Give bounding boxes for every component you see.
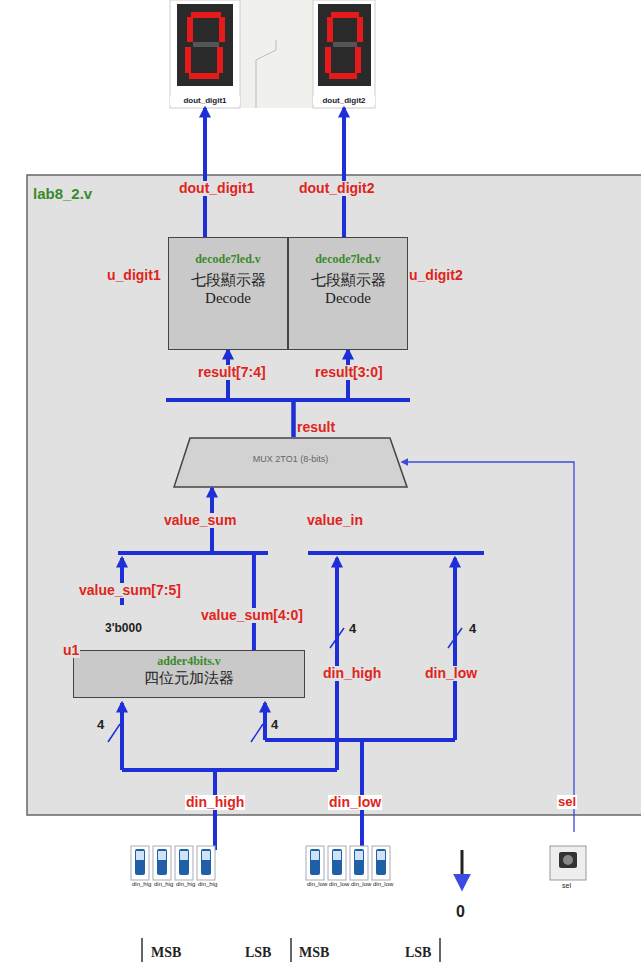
switch-label: din_hig: [153, 881, 174, 888]
node-title: dout_digit1: [170, 96, 240, 105]
display-caption-box: dout_digit1: [170, 0, 240, 108]
switch-label: din_low: [306, 881, 328, 888]
node-body: 四位元加法器: [74, 669, 304, 688]
signal-label: din_high: [322, 666, 382, 681]
display-caption-box: dout_digit2: [313, 0, 375, 108]
signal-label: dout_digit2: [298, 181, 375, 196]
seven-seg-1: [170, 0, 240, 108]
signal-label: 3'b000: [104, 622, 143, 635]
node-body: 七段顯示器 Decode: [289, 271, 407, 307]
signal-label: value_in: [306, 513, 364, 528]
decoder-box: decode7led.v 七段顯示器 Decode: [168, 237, 288, 350]
sel-wire: [402, 462, 574, 832]
signal-label: value_sum: [163, 513, 237, 528]
signal-label: 4: [270, 718, 279, 732]
sel-button: [550, 846, 586, 880]
node-title: decode7led.v: [289, 252, 407, 267]
down-arrow: [461, 850, 464, 888]
switch-label: din_hig: [131, 881, 152, 888]
switch-label: din_low: [328, 881, 350, 888]
signal-label: LSB: [404, 945, 432, 960]
mux-trapezoid: MUX 2TO1 (8-bits): [173, 437, 408, 488]
switch-icons: [131, 846, 390, 880]
module-panel: [27, 175, 641, 815]
signal-label: value_sum[4:0]: [200, 608, 304, 623]
decoder-box: decode7led.v 七段顯示器 Decode: [288, 237, 408, 350]
bus-connector: [228, 350, 294, 437]
switch-label: din_hig: [197, 881, 218, 888]
seven-seg-2: [313, 0, 375, 108]
signal-label: dout_digit1: [178, 181, 255, 196]
bus-wires: [118, 400, 484, 850]
signal-label: din_high: [185, 795, 245, 810]
node-title: adder4bits.v: [74, 654, 304, 669]
node-title: decode7led.v: [169, 252, 287, 267]
switch-label: sel: [561, 882, 572, 890]
adder-box: adder4bits.v四位元加法器: [73, 650, 305, 698]
bit-brackets: [142, 938, 440, 962]
signal-label: 0: [455, 903, 466, 921]
node-body: 七段顯示器 Decode: [169, 271, 287, 307]
signal-label: result[3:0]: [314, 365, 384, 380]
node-title: MUX 2TO1 (8-bits): [173, 454, 408, 464]
signal-label: 4: [96, 718, 105, 732]
signal-label: din_low: [328, 795, 382, 810]
bus-connector: [203, 108, 207, 237]
bus-connector: [294, 350, 349, 437]
switch-label: din_hig: [175, 881, 196, 888]
switch-label: din_low: [350, 881, 372, 888]
bus-connector: [342, 108, 346, 237]
signal-label: LSB: [244, 945, 272, 960]
signal-label: MSB: [298, 945, 330, 960]
signal-label: u_digit1: [106, 268, 162, 283]
node-title: dout_digit2: [313, 96, 375, 105]
signal-label: result: [296, 420, 336, 435]
signal-label: result[7:4]: [197, 365, 267, 380]
switch-label: din_low: [372, 881, 394, 888]
signal-label: 4: [348, 622, 357, 636]
signal-label: 4: [468, 622, 477, 636]
signal-label: value_sum[7:5]: [78, 583, 182, 598]
node-title: lab8_2.v: [33, 185, 92, 202]
signal-label: u1: [62, 643, 80, 658]
signal-label: din_low: [424, 666, 478, 681]
signal-label: u_digit2: [408, 268, 464, 283]
signal-label: MSB: [150, 945, 182, 960]
signal-label: sel: [557, 795, 577, 809]
